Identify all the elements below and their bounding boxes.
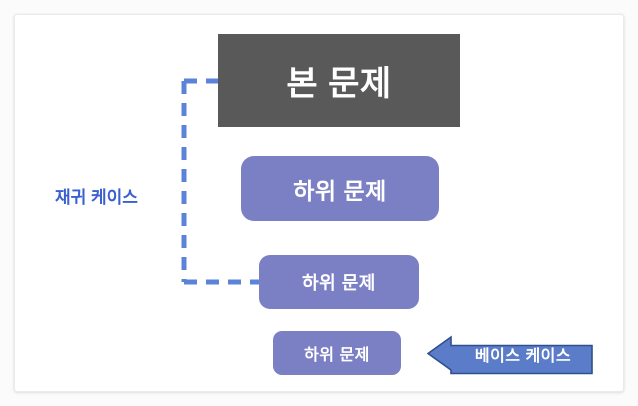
callout-base-case-label: 베이스 케이스: [474, 347, 572, 365]
diagram-board: 본 문제 하위 문제 하위 문제 하위 문제 재귀 케이스 베이스 케이스: [14, 14, 624, 392]
edge-label-recursive-case-text: 재귀 케이스: [55, 188, 138, 207]
node-main-problem-label: 본 문제: [286, 65, 392, 103]
node-sub-problem-2-label: 하위 문제: [302, 273, 376, 293]
node-main-problem[interactable]: 본 문제: [218, 34, 460, 127]
node-sub-problem-1[interactable]: 하위 문제: [241, 156, 439, 221]
node-sub-problem-3-label: 하위 문제: [304, 347, 370, 364]
left-arrow-icon: [427, 335, 593, 375]
node-sub-problem-2[interactable]: 하위 문제: [259, 255, 419, 309]
node-sub-problem-3[interactable]: 하위 문제: [273, 331, 401, 375]
callout-base-case[interactable]: 베이스 케이스: [427, 332, 593, 375]
node-sub-problem-1-label: 하위 문제: [293, 177, 387, 204]
edge-label-recursive-case: 재귀 케이스: [55, 183, 138, 208]
